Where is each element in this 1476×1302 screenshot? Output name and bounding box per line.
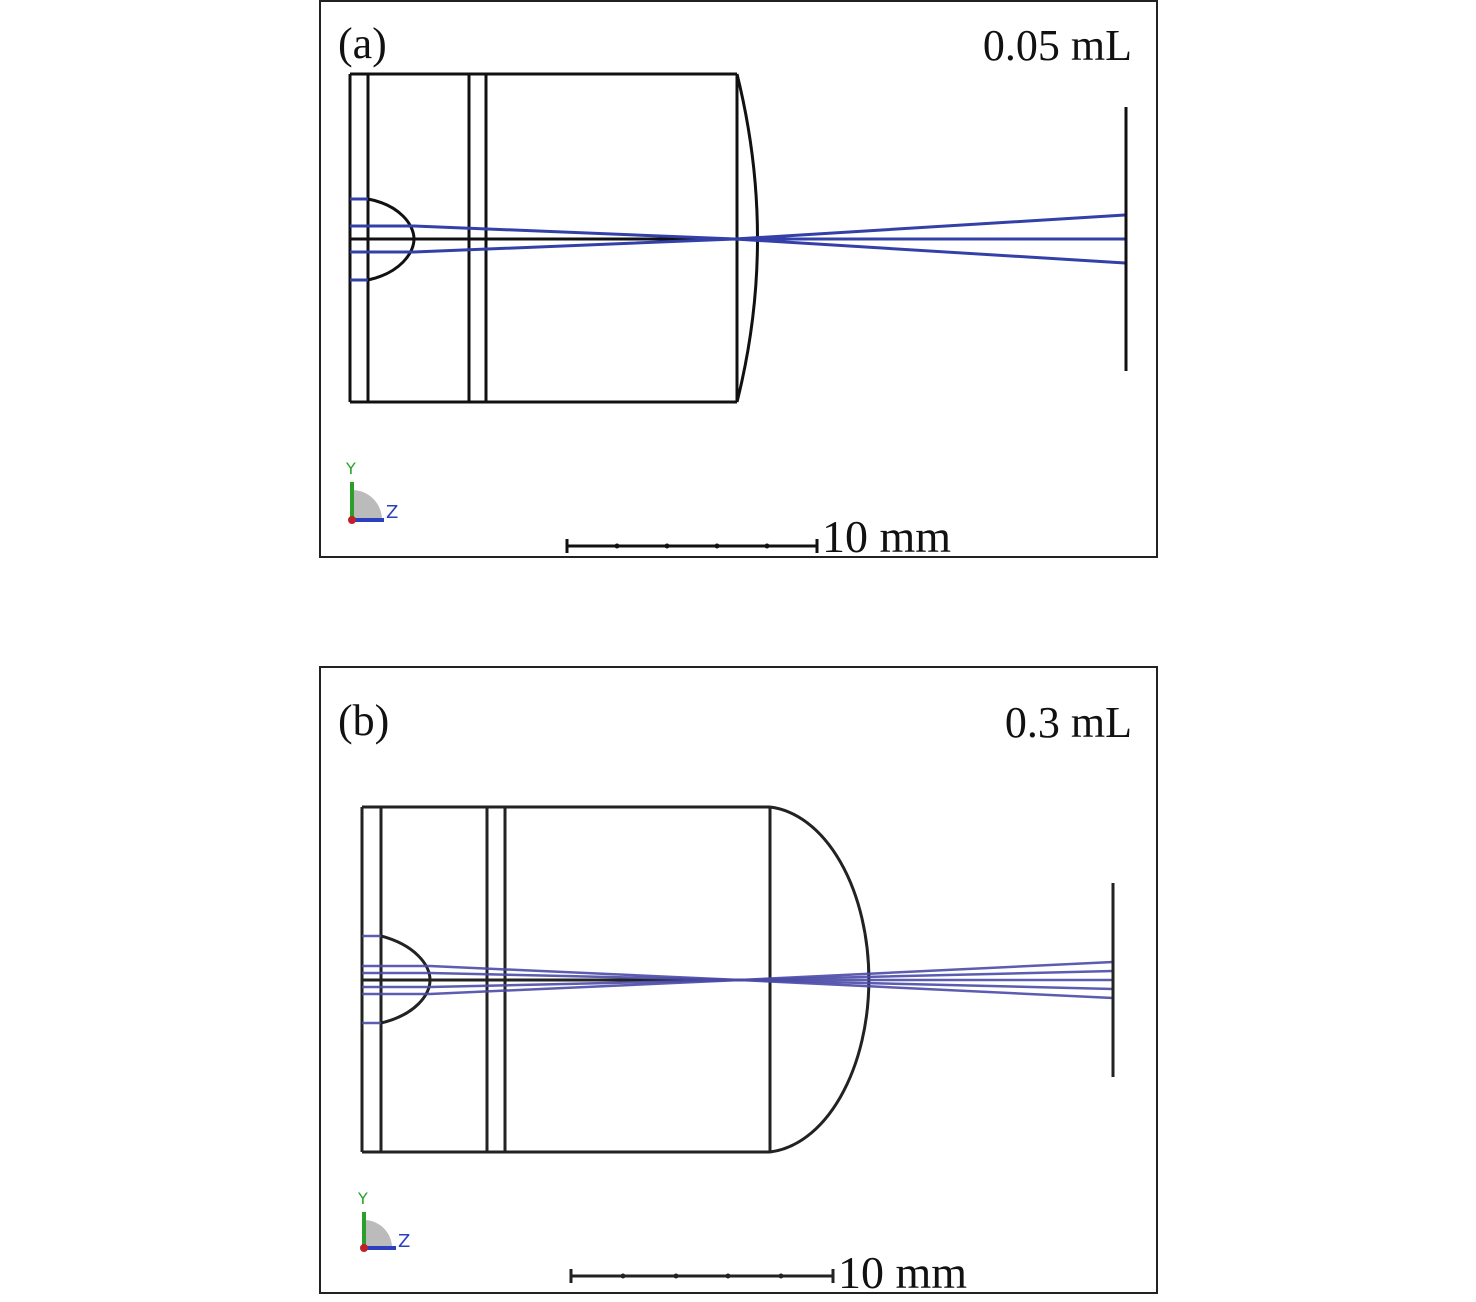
axis-y-label-b: Y	[357, 1189, 368, 1208]
panel-b-label: (b)	[338, 696, 389, 745]
rays-b	[362, 934, 1114, 1025]
scale-bar-b-label: 10 mm	[838, 1247, 967, 1298]
axis-z-label-b: Z	[398, 1231, 410, 1252]
panel-b: (b) 0.3 mL Y Z 10 mm	[319, 666, 1158, 1298]
axis-x-dot-a	[348, 516, 356, 524]
scale-bar-a-label: 10 mm	[822, 511, 951, 562]
axis-triad-b: Y Z	[357, 1189, 410, 1252]
axis-triad-shading-a	[352, 490, 382, 520]
axis-y-label-a: Y	[345, 459, 356, 478]
scale-bar-ticks-b	[620, 1273, 784, 1279]
scale-bar-ticks-a	[614, 543, 770, 549]
panel-a: (a) 0.05 mL Y Z 10 mm	[319, 0, 1158, 562]
axis-z-label-a: Z	[386, 502, 398, 523]
ray-lower-inner-b	[362, 978, 1114, 991]
axis-triad-a: Y Z	[345, 459, 398, 524]
ray-lower-a	[350, 237, 1126, 265]
rays-a	[350, 197, 1126, 282]
marginal-ray-stubs-a	[350, 197, 368, 282]
panel-b-volume: 0.3 mL	[1005, 698, 1132, 747]
scale-bar-line-b	[569, 1269, 835, 1283]
lens-housing-a	[348, 72, 759, 404]
axis-triad-shading-b	[364, 1220, 392, 1248]
ray-upper-inner-b	[362, 969, 1114, 982]
scale-bar-a: 10 mm	[565, 511, 951, 562]
ray-lower-outer-b	[362, 978, 1114, 1000]
axis-x-dot-b	[360, 1244, 368, 1252]
ray-upper-a	[350, 213, 1126, 241]
scale-bar-b: 10 mm	[569, 1247, 967, 1298]
scale-bar-line-a	[565, 539, 819, 553]
ray-upper-outer-b	[362, 960, 1114, 982]
panel-a-label: (a)	[338, 19, 387, 68]
panel-a-volume: 0.05 mL	[983, 21, 1132, 70]
marginal-ray-stubs-b	[362, 934, 381, 1025]
